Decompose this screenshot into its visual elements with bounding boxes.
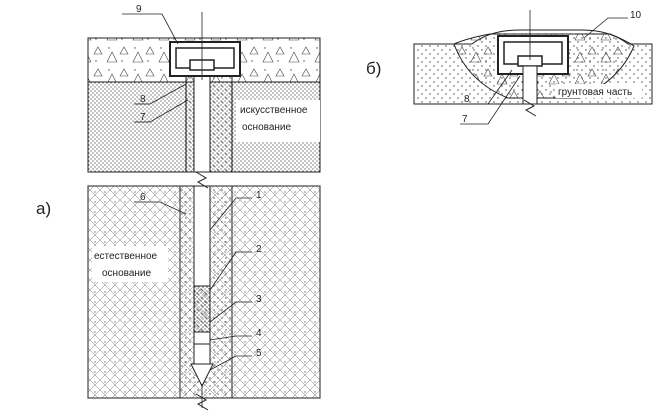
natural-base-text-2: основание bbox=[102, 268, 152, 279]
callout-6: 6 bbox=[140, 192, 146, 203]
break-mark-middle bbox=[195, 171, 209, 189]
artificial-text-bg bbox=[236, 100, 320, 142]
callout-4: 4 bbox=[256, 328, 262, 339]
leaders-b bbox=[460, 17, 628, 125]
callout-3: 3 bbox=[256, 294, 262, 305]
callout-7: 7 bbox=[140, 112, 146, 123]
figure-a-label: а) bbox=[36, 199, 51, 218]
rod-lower bbox=[193, 185, 211, 287]
callout-2: 2 bbox=[256, 244, 262, 255]
pile-tip bbox=[190, 363, 214, 388]
natural-text-bg bbox=[92, 246, 168, 282]
artificial-base-text-2: основание bbox=[242, 122, 292, 133]
callout-7-b: 7 bbox=[462, 114, 468, 125]
natural-base-text-1: естественное bbox=[94, 251, 158, 262]
filler-section bbox=[193, 285, 211, 333]
break-mark-bottom bbox=[195, 393, 209, 411]
plug-section bbox=[193, 331, 211, 345]
soil-text-bg bbox=[556, 84, 642, 98]
figure-b: грунтовая часть 10 8 7 б) bbox=[366, 10, 653, 125]
artificial-base-text-1: искусственное bbox=[240, 105, 308, 116]
rod-b bbox=[522, 65, 538, 105]
leaders-a bbox=[122, 13, 252, 371]
callout-5: 5 bbox=[256, 348, 262, 359]
callout-8-b: 8 bbox=[464, 94, 470, 105]
bottom-section bbox=[193, 343, 211, 365]
figure-b-label: б) bbox=[366, 59, 381, 78]
callout-10: 10 bbox=[630, 10, 642, 21]
callout-1: 1 bbox=[256, 190, 262, 201]
callout-9: 9 bbox=[136, 4, 142, 15]
figure-a: 9 8 7 6 1 2 3 4 5 искусственное основани… bbox=[36, 4, 321, 411]
break-mark-b bbox=[523, 99, 537, 117]
callout-8: 8 bbox=[140, 94, 146, 105]
soil-text: грунтовая часть bbox=[558, 87, 632, 98]
